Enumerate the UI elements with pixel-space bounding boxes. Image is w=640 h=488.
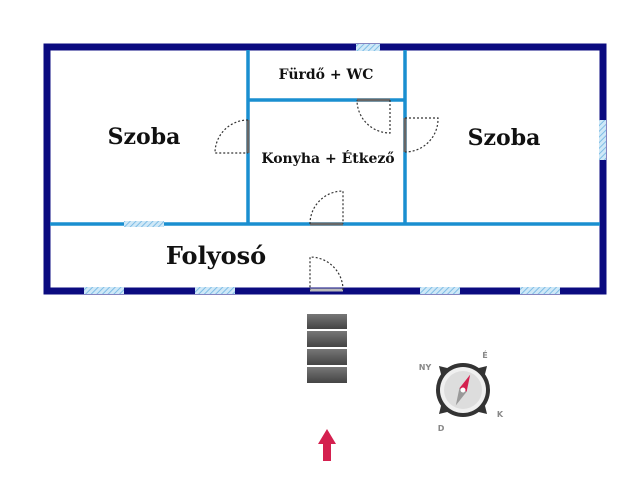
- window: [84, 287, 124, 294]
- window: [124, 221, 164, 227]
- compass-north: É: [482, 349, 487, 360]
- room-label-kitchen: Konyha + Étkező: [261, 149, 394, 167]
- compass-south: D: [438, 424, 445, 433]
- door-right-room: [403, 117, 439, 153]
- outer-wall: [43, 43, 607, 295]
- entrance-arrow-icon: [318, 429, 336, 461]
- window: [520, 287, 560, 294]
- door-left-room: [214, 119, 250, 154]
- compass-west: NY: [419, 363, 432, 372]
- door-entrance: [309, 256, 344, 292]
- room-label-hallway: Folyosó: [166, 241, 266, 270]
- window: [195, 287, 235, 294]
- window: [356, 44, 380, 51]
- room-label-left-room: Szoba: [108, 124, 181, 150]
- room-label-bathroom: Fürdő + WC: [279, 67, 374, 83]
- compass-east: K: [497, 410, 504, 419]
- window: [420, 287, 460, 294]
- stairs: [307, 314, 347, 383]
- door-bathroom: [356, 98, 391, 134]
- room-label-right-room: Szoba: [468, 125, 541, 151]
- window: [599, 120, 606, 160]
- doors: [214, 98, 439, 292]
- door-kitchen: [309, 190, 344, 226]
- windows: [84, 44, 606, 294]
- compass-icon: É K D NY: [419, 349, 504, 433]
